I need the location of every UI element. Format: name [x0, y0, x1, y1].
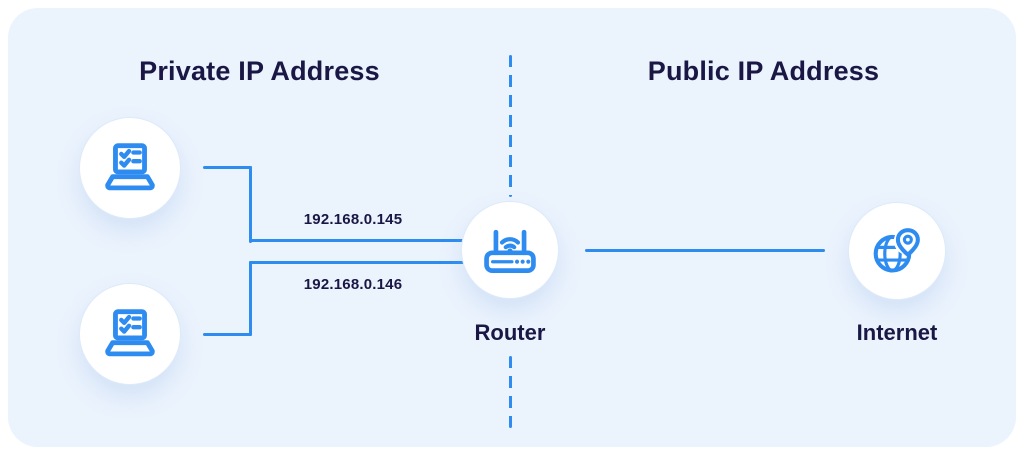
- divider-dashed-line-bottom: [509, 356, 512, 428]
- globe-location-pin-icon: [873, 226, 922, 273]
- connector-router-to-internet: [585, 249, 825, 252]
- connector-laptop1-stub: [203, 166, 252, 169]
- internet-label: Internet: [856, 320, 938, 345]
- private-ip-heading: Private IP Address: [139, 56, 380, 86]
- ip-label-1: 192.168.0.145: [303, 211, 403, 228]
- laptop-checklist-icon: [105, 309, 155, 357]
- router-label: Router: [474, 320, 546, 345]
- connector-laptop1-to-router: [249, 239, 465, 242]
- wifi-router-icon: [484, 229, 536, 273]
- laptop-checklist-icon: [105, 143, 155, 191]
- laptop-node-1: [80, 118, 180, 218]
- public-ip-heading: Public IP Address: [647, 56, 880, 86]
- connector-laptop2-vertical: [249, 261, 252, 336]
- router-node: [462, 202, 558, 298]
- divider-dashed-line-top: [509, 55, 512, 197]
- laptop-node-2: [80, 284, 180, 384]
- connector-laptop2-stub: [203, 333, 252, 336]
- ip-label-2: 192.168.0.146: [303, 276, 403, 293]
- connector-laptop2-to-router: [249, 261, 465, 264]
- connector-laptop1-vertical: [249, 166, 252, 243]
- internet-node: [849, 203, 945, 299]
